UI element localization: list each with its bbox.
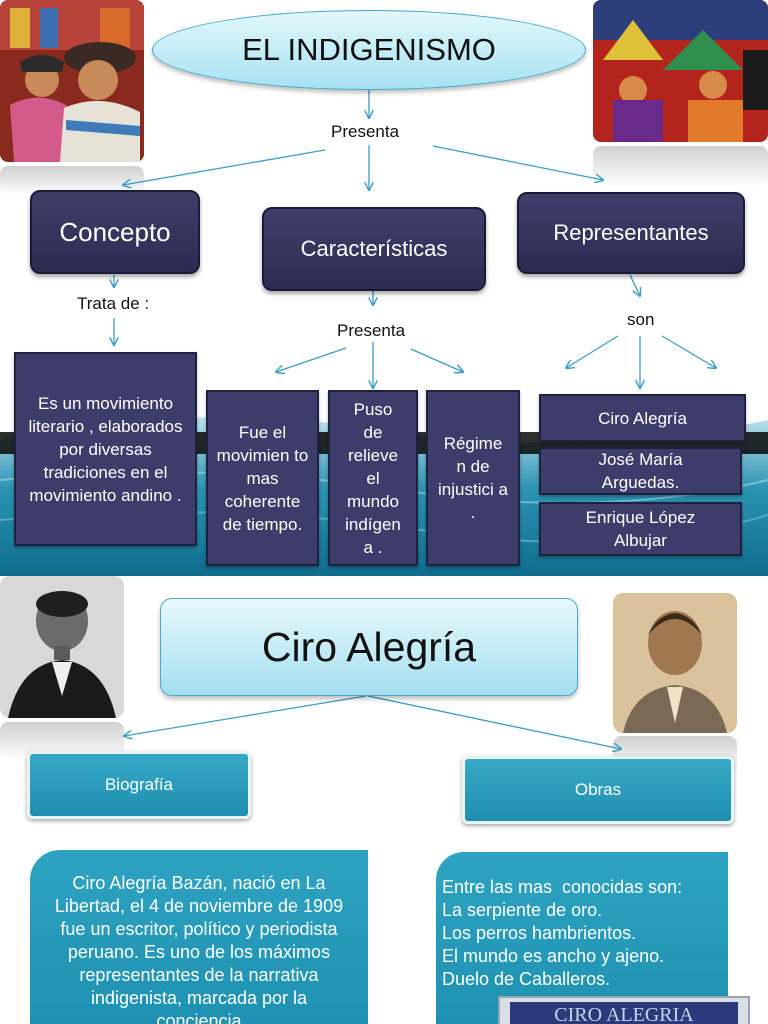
representante-item: Enrique López Albujar <box>539 502 742 556</box>
ciro-alegria-slide: Ciro Alegría Biografía Obras Ciro Alegrí… <box>0 576 768 1024</box>
representante-item: Ciro Alegría <box>539 394 746 442</box>
representantes-box: Representantes <box>517 192 745 274</box>
biography-text: Ciro Alegría Bazán, nació en La Libertad… <box>55 873 343 1024</box>
obras-line: El mundo es ancho y ajeno. <box>442 945 728 968</box>
obras-line: La serpiente de oro. <box>442 899 728 922</box>
indigenismo-slide: EL INDIGENISMO Presenta Concepto Caracte… <box>0 0 768 576</box>
caracteristica-item: Régime n de injustici a . <box>426 390 520 566</box>
caracteristica-item: Fue el movimien to mas coherente de tiem… <box>206 390 319 566</box>
concepto-definition: Es un movimiento literario , elaborados … <box>14 352 197 546</box>
biografia-box: Biografía <box>27 751 251 819</box>
presenta-label-mid: Presenta <box>337 321 405 341</box>
biography-panel: Ciro Alegría Bazán, nació en La Libertad… <box>30 850 368 1024</box>
indigenismo-title: EL INDIGENISMO <box>152 10 586 90</box>
book-cover: CIRO ALEGRIA <box>498 996 750 1024</box>
son-label: son <box>627 310 654 330</box>
obras-line: Los perros hambrientos. <box>442 922 728 945</box>
obras-line: Duelo de Caballeros. <box>442 968 728 991</box>
presenta-label-top: Presenta <box>331 122 399 142</box>
caracteristicas-box: Características <box>262 207 486 291</box>
trata-de-label: Trata de : <box>77 294 149 314</box>
representante-item: José María Arguedas. <box>539 447 742 495</box>
concepto-box: Concepto <box>30 190 200 274</box>
caracteristica-item: Puso de relieve el mundo indígen a . <box>328 390 418 566</box>
obras-box: Obras <box>462 756 734 824</box>
book-cover-title: CIRO ALEGRIA <box>510 1002 738 1024</box>
obras-line: Entre las mas conocidas son: <box>442 876 728 899</box>
ciro-alegria-title: Ciro Alegría <box>160 598 578 696</box>
